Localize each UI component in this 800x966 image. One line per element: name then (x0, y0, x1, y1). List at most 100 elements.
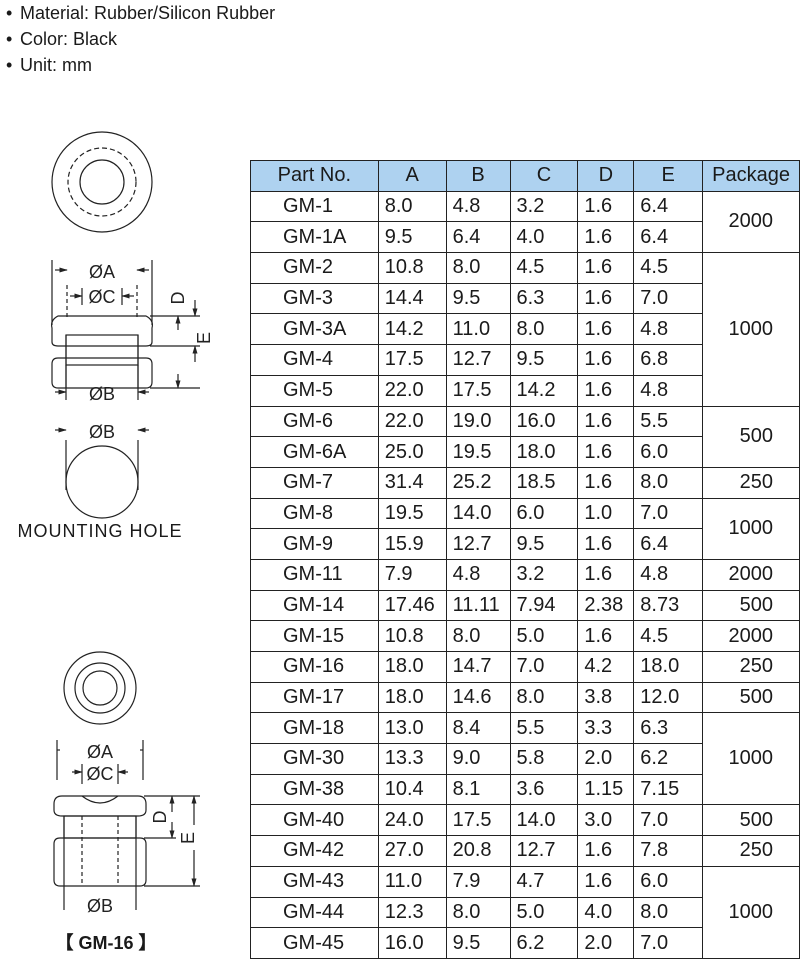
dim-d-label: D (168, 292, 188, 305)
part-number-cell: GM-42 (250, 835, 379, 867)
dimension-cell-d: 4.0 (577, 896, 635, 929)
package-cell: 2000 (702, 620, 800, 652)
dimension-cell-e: 4.8 (633, 313, 704, 346)
dimension-cell-b: 12.7 (445, 528, 511, 560)
part-number-cell: GM-11 (250, 558, 379, 591)
dimension-cell-e: 8.0 (633, 466, 704, 499)
dimension-cell-e: 6.4 (633, 190, 704, 223)
technical-drawing-svg: ØA ØC ØB D E ØB ØA ØC ØB D E (51, 131, 214, 916)
dimension-cell-c: 3.2 (509, 190, 579, 223)
dimension-cell-b: 7.9 (445, 865, 511, 898)
package-cell: 500 (702, 804, 800, 837)
package-cell: 1000 (702, 865, 800, 959)
dimension-cell-c: 4.5 (509, 252, 579, 284)
package-cell: 250 (702, 466, 800, 499)
dimension-cell-d: 1.6 (577, 405, 635, 438)
dimension-cell-c: 7.94 (509, 589, 579, 622)
dimension-cell-c: 14.0 (509, 804, 579, 837)
dimension-cell-d: 2.38 (577, 589, 635, 622)
dimension-cell-a: 22.0 (377, 405, 447, 438)
dimension-cell-a: 15.9 (377, 528, 447, 560)
spec-unit: •Unit: mm (6, 55, 92, 75)
gm16-dim-b-label: ØB (87, 896, 113, 916)
dimension-cell-a: 19.5 (377, 497, 447, 530)
dimension-cell-a: 24.0 (377, 804, 447, 837)
dimension-cell-a: 9.5 (377, 221, 447, 254)
gm16-dim-e-label: E (178, 832, 198, 844)
dimension-cell-c: 5.0 (509, 896, 579, 929)
dimension-cell-e: 4.5 (633, 620, 704, 652)
dim-a-label: ØA (89, 262, 115, 282)
dimension-cell-d: 1.6 (577, 374, 635, 407)
dimension-cell-c: 3.2 (509, 558, 579, 591)
dimension-cell-b: 20.8 (445, 835, 511, 867)
dimension-cell-d: 1.0 (577, 497, 635, 530)
column-header: Package (702, 160, 800, 192)
part-number-cell: GM-5 (250, 374, 379, 407)
dimension-cell-b: 25.2 (445, 466, 511, 499)
part-number-cell: GM-43 (250, 865, 379, 898)
dimension-cell-c: 4.7 (509, 865, 579, 898)
dimension-cell-a: 16.0 (377, 927, 447, 959)
dimension-cell-c: 6.0 (509, 497, 579, 530)
dimension-cell-c: 18.0 (509, 436, 579, 468)
part-number-cell: GM-2 (250, 252, 379, 284)
package-cell: 500 (702, 589, 800, 622)
dimension-cell-b: 17.5 (445, 374, 511, 407)
dimension-cell-a: 13.0 (377, 712, 447, 745)
dimension-cell-e: 12.0 (633, 681, 704, 714)
dimension-cell-b: 19.5 (445, 436, 511, 468)
dimension-cell-a: 11.0 (377, 865, 447, 898)
dimension-cell-e: 7.15 (633, 773, 704, 806)
column-header: A (377, 160, 447, 192)
package-cell: 2000 (702, 558, 800, 591)
dimension-cell-e: 6.3 (633, 712, 704, 745)
gm16-dim-d-label: D (150, 811, 170, 824)
dimension-cell-b: 6.4 (445, 221, 511, 254)
dimension-cell-b: 9.5 (445, 282, 511, 315)
part-number-cell: GM-9 (250, 528, 379, 560)
spec-color: •Color: Black (6, 29, 118, 49)
part-number-cell: GM-44 (250, 896, 379, 929)
dimension-cell-c: 18.5 (509, 466, 579, 499)
spec-material: •Material: Rubber/Silicon Rubber (6, 3, 276, 23)
dimension-cell-e: 7.0 (633, 282, 704, 315)
package-cell: 250 (702, 651, 800, 683)
dimension-cell-c: 7.0 (509, 651, 579, 683)
dimension-cell-d: 1.6 (577, 252, 635, 284)
part-number-cell: GM-6 (250, 405, 379, 438)
part-number-cell: GM-30 (250, 743, 379, 775)
dimension-cell-d: 1.6 (577, 466, 635, 499)
gm16-top-view (63, 651, 137, 725)
dimension-cell-a: 10.4 (377, 773, 447, 806)
dimension-cell-c: 8.0 (509, 313, 579, 346)
mounting-hole-view (55, 427, 149, 519)
dimension-cell-d: 1.6 (577, 282, 635, 315)
column-header: D (577, 160, 635, 192)
dimension-cell-a: 10.8 (377, 620, 447, 652)
package-cell: 2000 (702, 190, 800, 254)
dimension-cell-b: 8.0 (445, 252, 511, 284)
dimension-cell-c: 6.3 (509, 282, 579, 315)
part-number-cell: GM-6A (250, 436, 379, 468)
part-number-cell: GM-45 (250, 927, 379, 959)
dimension-cell-c: 4.0 (509, 221, 579, 254)
dimension-cell-c: 9.5 (509, 344, 579, 376)
dimension-cell-c: 5.5 (509, 712, 579, 745)
dimension-cell-d: 1.6 (577, 620, 635, 652)
dimension-cell-a: 27.0 (377, 835, 447, 867)
dimension-cell-b: 14.7 (445, 651, 511, 683)
dimension-cell-d: 1.6 (577, 436, 635, 468)
dimension-cell-e: 6.0 (633, 436, 704, 468)
dimension-cell-c: 16.0 (509, 405, 579, 438)
grommet-top-view (51, 131, 153, 233)
dimension-cell-a: 8.0 (377, 190, 447, 223)
dimension-cell-b: 14.0 (445, 497, 511, 530)
dimension-cell-e: 8.73 (633, 589, 704, 622)
